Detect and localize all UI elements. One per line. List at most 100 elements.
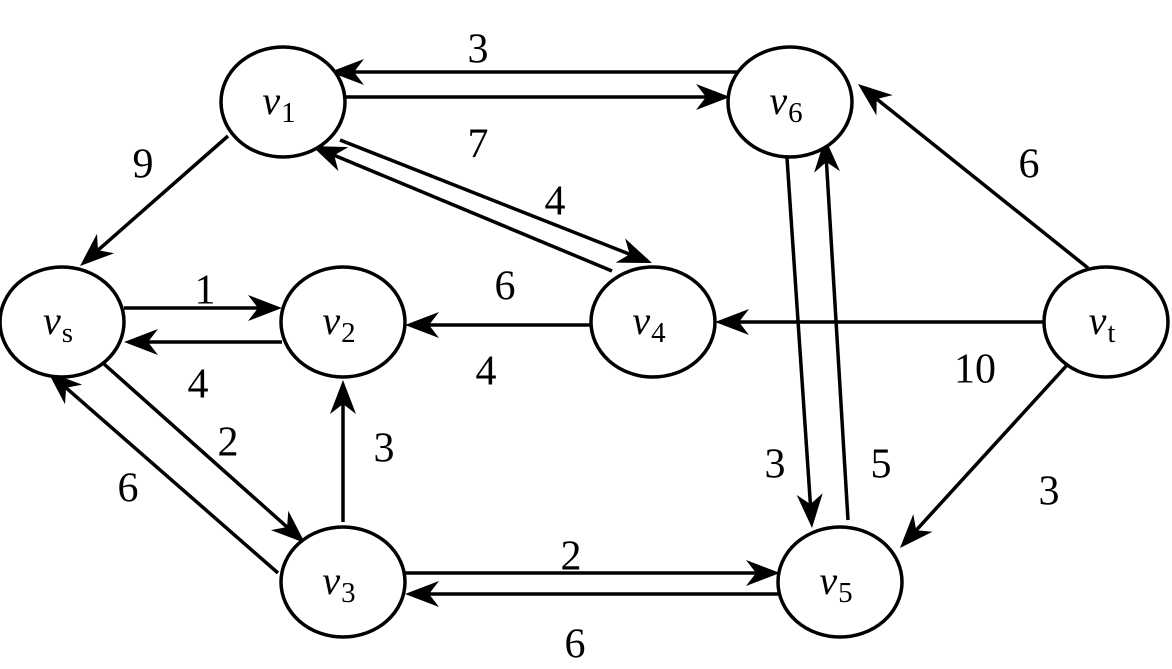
- arrowhead-icon: [330, 380, 356, 414]
- edge-v3-vs: [48, 372, 280, 575]
- edge-weight-vs-v3: 2: [218, 420, 239, 466]
- node-label-base: v: [819, 558, 837, 603]
- node-label-subscript: 4: [651, 317, 666, 349]
- edge-line: [339, 138, 631, 256]
- edge-v5-v6: [814, 138, 850, 521]
- edge-weight-vt-v4: 10: [954, 347, 996, 393]
- edge-vt-v6: [858, 84, 1090, 270]
- edge-vt-v5: [900, 362, 1070, 548]
- arrowhead-icon: [48, 372, 83, 405]
- edge-v4-v2: [405, 312, 592, 338]
- node-label-subscript: 2: [341, 317, 356, 349]
- edge-weight-vt-v5: 3: [1039, 469, 1060, 515]
- node-label-base: v: [769, 78, 787, 123]
- node-v2: v2: [279, 265, 407, 379]
- edge-line: [96, 134, 230, 252]
- node-label: vs: [43, 298, 73, 349]
- edge-weight-v1-vs: 9: [133, 142, 154, 188]
- arrowhead-icon: [405, 312, 439, 338]
- edge-v2-vs: [124, 329, 282, 355]
- node-vs: vs: [0, 265, 126, 379]
- edge-weight-v5-v3: 6: [565, 622, 586, 668]
- arrowhead-icon: [746, 560, 780, 586]
- edge-weight-vt-v6: 6: [1019, 142, 1040, 188]
- node-label-base: v: [322, 558, 340, 603]
- edge-weight-vs-v2: 1: [195, 268, 216, 314]
- edge-line: [333, 153, 613, 273]
- arrowhead-icon: [814, 138, 840, 173]
- node-label-subscript: 1: [281, 97, 296, 129]
- node-label: v3: [322, 558, 355, 609]
- edge-weight-v4-v2: 4: [476, 349, 497, 395]
- edge-weight-v1-v4: 4: [545, 179, 566, 225]
- node-label-base: v: [322, 298, 340, 343]
- edge-v1-vs: [80, 134, 230, 266]
- arrowhead-icon: [248, 295, 282, 321]
- node-label-base: v: [43, 298, 61, 343]
- edge-weight-v2-vs: 4: [188, 362, 209, 408]
- arrowhead-icon: [715, 309, 749, 335]
- edge-vs-v2: [124, 295, 282, 321]
- node-ellipse: [0, 265, 126, 379]
- node-ellipse: [589, 265, 717, 379]
- node-v5: v5: [776, 525, 904, 639]
- node-label-base: v: [632, 298, 650, 343]
- node-label: vt: [1089, 298, 1116, 349]
- edge-v3-v2: [330, 380, 356, 522]
- node-label: v1: [262, 78, 295, 129]
- node-label: v6: [769, 78, 802, 129]
- arrowhead-icon: [858, 84, 893, 116]
- edge-v4-v1: [312, 146, 613, 273]
- edge-weight-v3-vs: 6: [118, 466, 139, 512]
- edge-line: [785, 157, 813, 505]
- edge-v1-v4: [339, 138, 652, 263]
- arrowhead-icon: [900, 514, 933, 548]
- edge-v5-v3: [405, 581, 782, 607]
- edge-v6-v5: [785, 157, 823, 528]
- edge-weight-v3-v2: 3: [374, 426, 395, 472]
- edge-weight-v3-v5: 2: [561, 534, 582, 580]
- node-vt: vt: [1042, 265, 1170, 379]
- arrowhead-icon: [271, 510, 305, 543]
- node-ellipse: [1042, 265, 1170, 379]
- node-label-subscript: t: [1107, 317, 1115, 349]
- arrowhead-icon: [330, 59, 364, 85]
- edge-line: [875, 97, 1090, 270]
- edge-line: [64, 386, 280, 575]
- edge-line: [102, 362, 289, 529]
- edge-vs-v3: [102, 362, 305, 543]
- edge-line: [914, 362, 1070, 532]
- node-v3: v3: [279, 525, 407, 639]
- arrowhead-icon: [796, 493, 823, 528]
- arrowhead-icon: [696, 84, 730, 110]
- edge-weight-v4-v1: 6: [495, 264, 516, 310]
- node-label-subscript: 6: [788, 97, 803, 129]
- edge-v1-v6: [344, 84, 730, 110]
- node-label-base: v: [1089, 298, 1107, 343]
- node-label-subscript: 3: [341, 577, 356, 609]
- node-label: v5: [819, 558, 852, 609]
- node-label: v4: [632, 298, 666, 349]
- node-ellipse: [279, 265, 407, 379]
- arrowhead-icon: [615, 238, 652, 263]
- edge-weight-v5-v6: 5: [871, 442, 892, 488]
- arrowhead-icon: [124, 329, 158, 355]
- edge-vt-v4: [715, 309, 1046, 335]
- node-v6: v6: [726, 45, 854, 159]
- arrowhead-icon: [405, 581, 439, 607]
- node-ellipse: [776, 525, 904, 639]
- node-ellipse: [279, 525, 407, 639]
- node-label: v2: [322, 298, 355, 349]
- edge-weight-v1-v6: 7: [468, 122, 489, 168]
- edges-layer: [48, 59, 1090, 607]
- edge-weight-v6-v5: 3: [765, 442, 786, 488]
- node-v1: v1: [219, 45, 347, 159]
- edge-v3-v5: [405, 560, 780, 586]
- edge-line: [824, 161, 850, 521]
- edge-weight-v6-v1: 3: [468, 27, 489, 73]
- arrowhead-icon: [312, 146, 349, 172]
- arrowhead-icon: [80, 233, 115, 266]
